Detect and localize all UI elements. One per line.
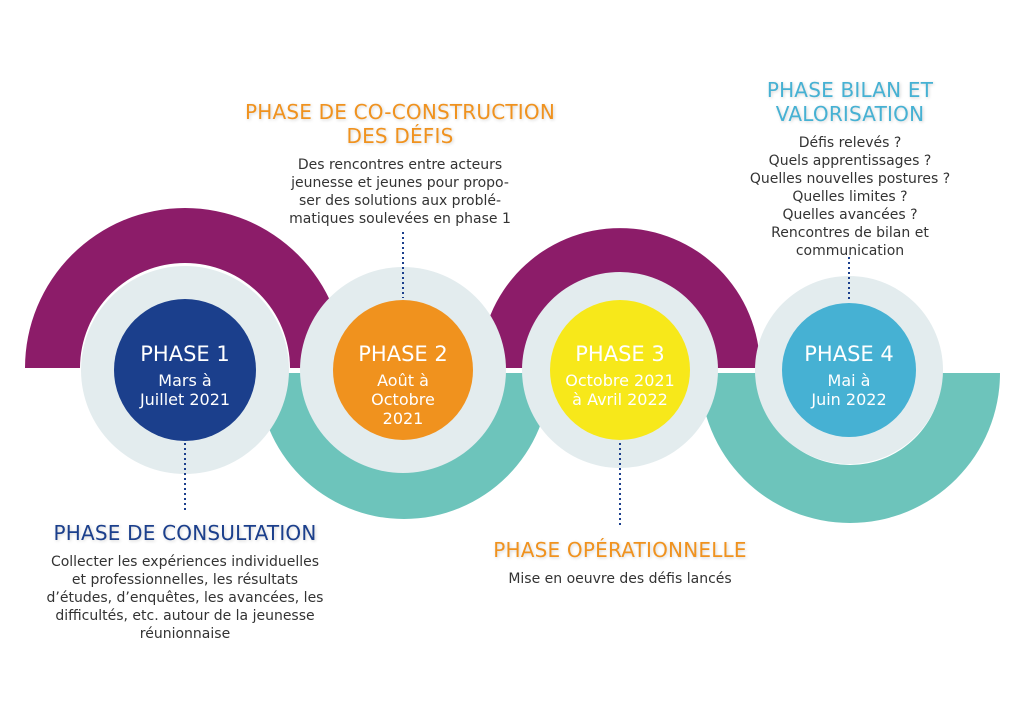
phase-1-dates: Mars à Juillet 2021 bbox=[139, 371, 231, 409]
co-construction-body: Des rencontres entre acteurs jeunesse et… bbox=[289, 157, 511, 227]
phase-4-label-group: PHASE 4 Mai à Juin 2022 bbox=[779, 341, 919, 409]
circle-phase-2 bbox=[333, 300, 473, 440]
phase-2-label-group: PHASE 2 Août à Octobre 2021 bbox=[333, 341, 473, 428]
circle-phase-4 bbox=[782, 303, 916, 437]
phase-3-label-group: PHASE 3 Octobre 2021 à Avril 2022 bbox=[550, 341, 690, 409]
teal-arc-4 bbox=[700, 373, 1000, 523]
purple-arc-1 bbox=[25, 208, 345, 368]
operationnelle-body: Mise en oeuvre des défis lancés bbox=[508, 571, 732, 587]
bilan-block: PHASE BILAN ET VALORISATION Défis relevé… bbox=[700, 78, 1000, 260]
bilan-body: Défis relevés ? Quels apprentissages ? Q… bbox=[749, 135, 951, 259]
teal-arc-2 bbox=[258, 373, 550, 519]
purple-arc-3 bbox=[480, 228, 760, 368]
phase-3-title: PHASE 3 bbox=[575, 342, 665, 366]
phase-4-title: PHASE 4 bbox=[804, 342, 894, 366]
operationnelle-block: PHASE OPÉRATIONNELLE Mise en oeuvre des … bbox=[470, 538, 770, 588]
circle-phase-3 bbox=[550, 300, 690, 440]
co-construction-block: PHASE DE CO-CONSTRUCTION DES DÉFIS Des r… bbox=[150, 100, 650, 228]
consultation-title: PHASE DE CONSULTATION bbox=[53, 521, 317, 545]
phase-1-label-group: PHASE 1 Mars à Juillet 2021 bbox=[115, 341, 255, 409]
phase-2-title: PHASE 2 bbox=[358, 342, 448, 366]
phase-4-dates: Mai à Juin 2022 bbox=[811, 371, 887, 409]
bilan-title: PHASE BILAN ET VALORISATION bbox=[766, 78, 934, 126]
phase-1-title: PHASE 1 bbox=[140, 342, 230, 366]
operationnelle-title: PHASE OPÉRATIONNELLE bbox=[493, 538, 747, 562]
phase-2-dates: Août à Octobre 2021 bbox=[371, 371, 435, 428]
circle-phase-1 bbox=[114, 299, 256, 441]
phase-3-dates: Octobre 2021 à Avril 2022 bbox=[565, 371, 675, 409]
consultation-body: Collecter les expériences individuelles … bbox=[46, 554, 324, 642]
co-construction-title: PHASE DE CO-CONSTRUCTION DES DÉFIS bbox=[244, 100, 556, 148]
consultation-block: PHASE DE CONSULTATION Collecter les expé… bbox=[15, 521, 355, 643]
